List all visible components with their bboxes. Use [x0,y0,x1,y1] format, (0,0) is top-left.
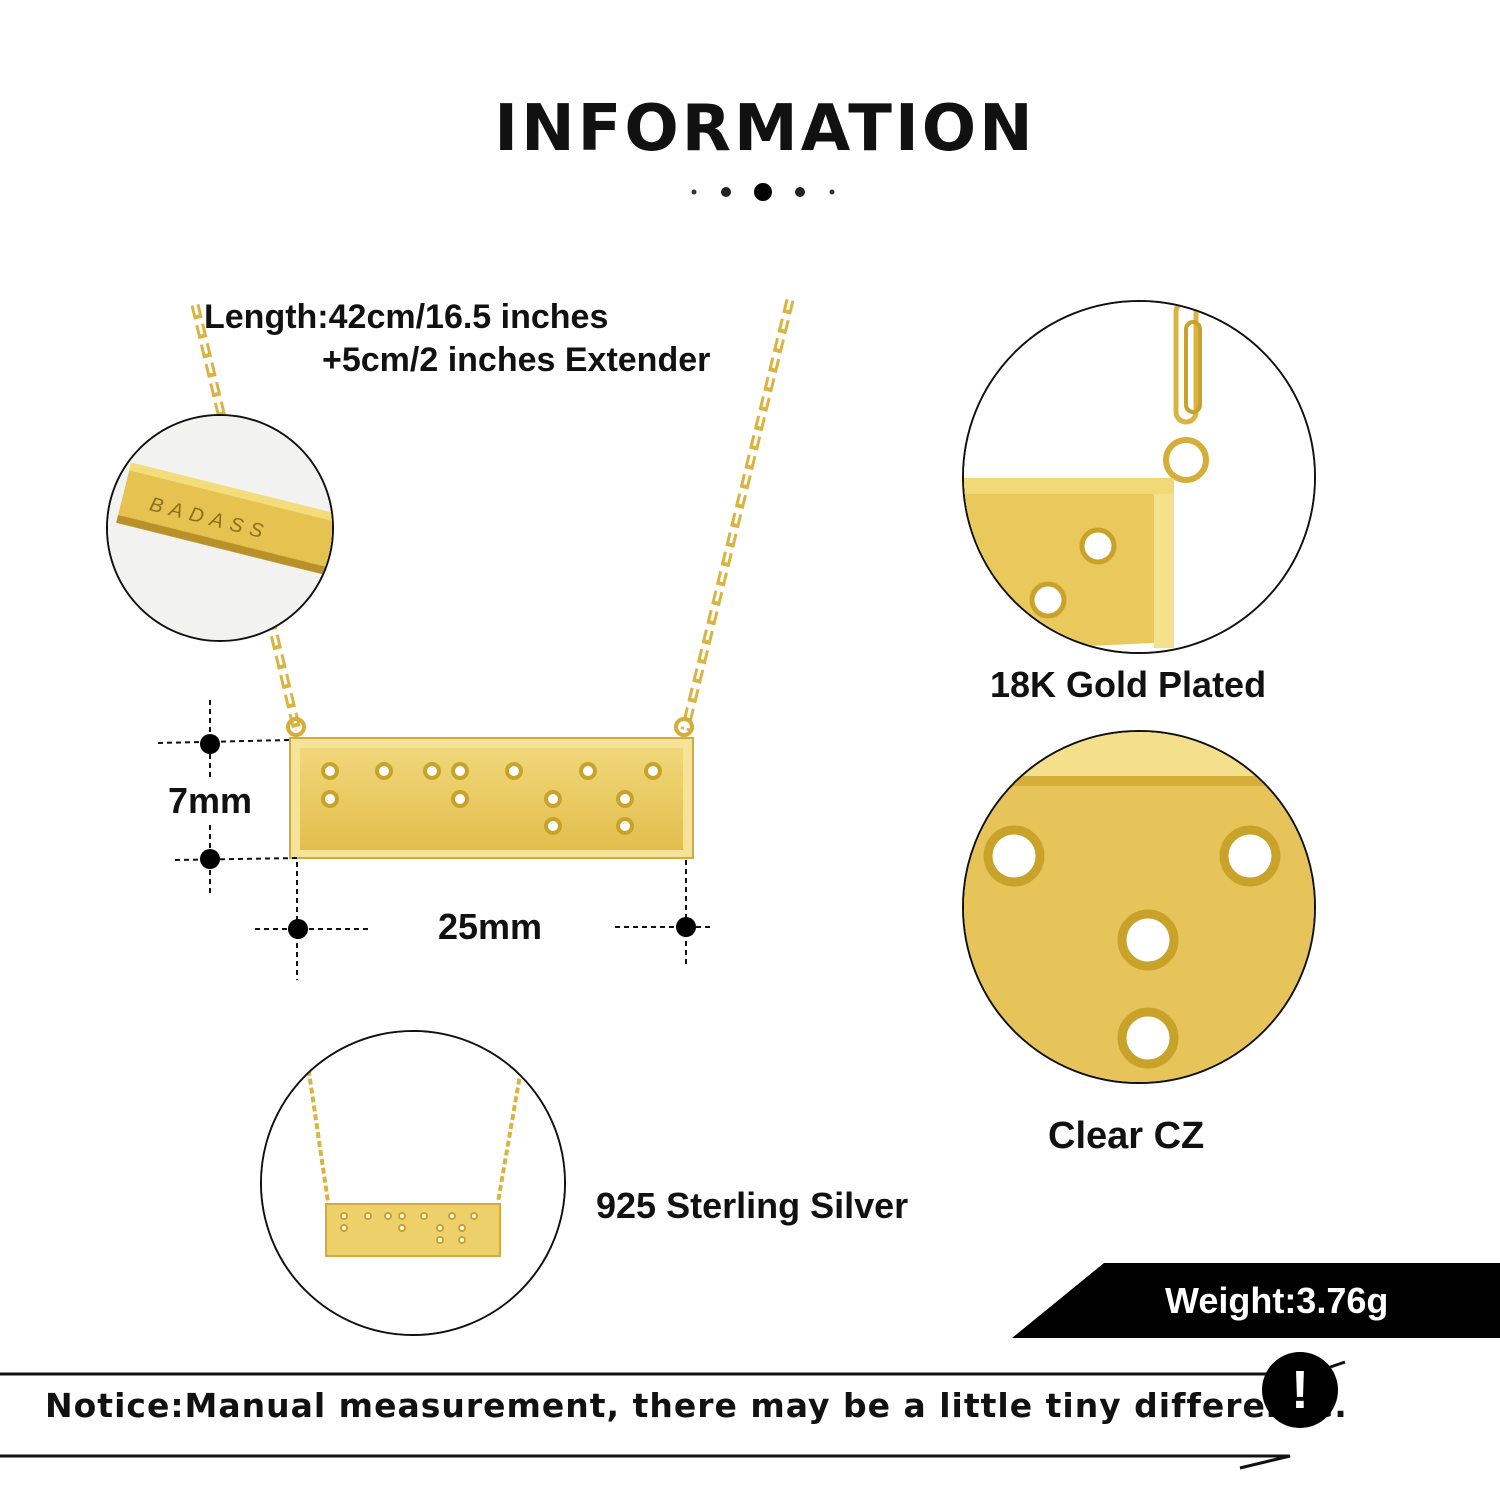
dimension-dot-icon [200,734,696,939]
exclamation-icon: ! [1262,1352,1338,1428]
gold-plated-detail-circle [962,300,1316,654]
material-label: 925 Sterling Silver [596,1185,909,1226]
width-dimension-label: 25mm [438,906,543,947]
page-title: INFORMATION [494,92,1036,166]
full-necklace-circle [260,1030,566,1336]
weight-label: Weight:3.76g [1165,1280,1389,1321]
length-label: Length:42cm/16.5 inches [204,298,609,336]
weight-banner [1012,1263,1500,1338]
stone-label: Clear CZ [1048,1115,1205,1157]
extender-label: +5cm/2 inches Extender [322,341,711,379]
engraving-detail-circle: BADASS [106,414,334,642]
clear-cz-detail-circle [962,730,1316,1084]
height-dimension-label: 7mm [168,780,253,821]
plating-label: 18K Gold Plated [990,664,1267,705]
notice-text: Notice:Manual measurement, there may be … [45,1386,1348,1425]
decorative-dots [691,183,835,201]
